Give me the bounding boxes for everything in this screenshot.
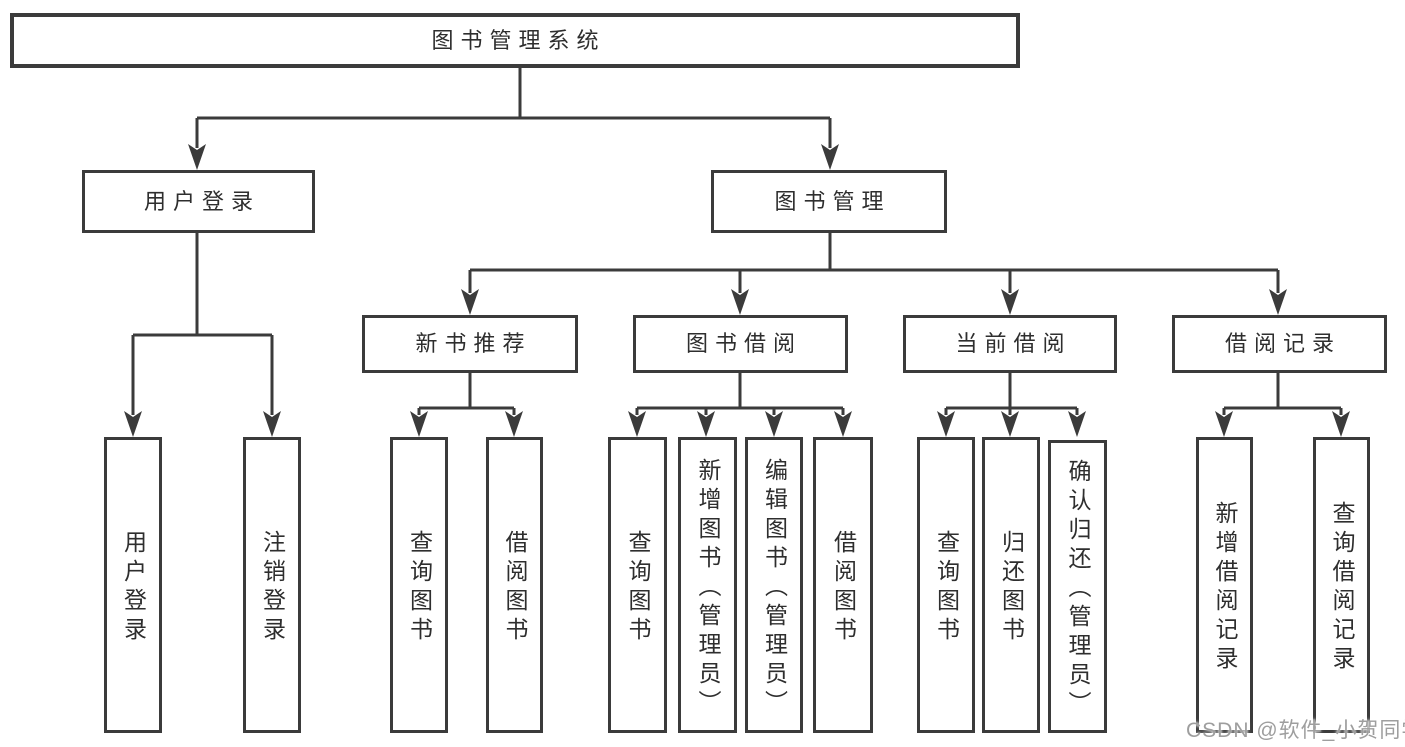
node-new-book-recommend-label: 新书推荐	[415, 331, 532, 356]
leaf-return-book-label: 归还图书	[998, 530, 1025, 646]
leaf-add-book-admin-label: 新增图书（管理员）	[695, 457, 721, 719]
leaf-borrow-books-recommend-label: 借阅图书	[502, 530, 528, 646]
leaf-edit-book-admin-label: 编辑图书（管理员）	[761, 457, 788, 719]
node-borrowing-records-label: 借阅记录	[1224, 331, 1341, 356]
leaf-edit-book-admin: 编辑图书（管理员）	[745, 437, 803, 733]
leaf-query-books-current-label: 查询图书	[933, 530, 960, 646]
node-root-system: 图书管理系统	[10, 13, 1020, 68]
leaf-query-borrow-record: 查询借阅记录	[1313, 437, 1370, 733]
leaf-borrow-books-borrowing: 借阅图书	[813, 437, 873, 733]
leaf-return-book: 归还图书	[982, 437, 1040, 733]
leaf-query-books-recommend-label: 查询图书	[406, 530, 433, 646]
leaf-query-books-borrowing: 查询图书	[608, 437, 667, 733]
node-book-borrowing-label: 图书借阅	[685, 331, 802, 356]
leaf-logout-label: 注销登录	[259, 530, 286, 646]
leaf-query-books-current: 查询图书	[917, 437, 975, 733]
leaf-borrow-books-recommend: 借阅图书	[486, 437, 543, 733]
leaf-confirm-return-admin: 确认归还（管理员）	[1048, 440, 1107, 733]
node-root-label: 图书管理系统	[431, 27, 606, 53]
node-current-borrowing: 当前借阅	[903, 315, 1117, 373]
node-user-login: 用户登录	[82, 170, 315, 233]
leaf-add-book-admin: 新增图书（管理员）	[678, 437, 737, 733]
node-book-management: 图书管理	[711, 170, 947, 233]
csdn-watermark: CSDN @软件_小贺同学	[1186, 719, 1405, 742]
leaf-query-borrow-record-label: 查询借阅记录	[1329, 501, 1355, 675]
node-user-login-label: 用户登录	[143, 188, 260, 214]
leaf-user-login: 用户登录	[104, 437, 162, 733]
leaf-confirm-return-admin-label: 确认归还（管理员）	[1065, 459, 1091, 720]
leaf-query-books-borrowing-label: 查询图书	[625, 530, 651, 646]
node-new-book-recommend: 新书推荐	[362, 315, 578, 373]
node-book-borrowing: 图书借阅	[633, 315, 848, 373]
node-current-borrowing-label: 当前借阅	[955, 331, 1072, 356]
leaf-logout: 注销登录	[243, 437, 301, 733]
leaf-user-login-label: 用户登录	[120, 530, 147, 646]
leaf-query-books-recommend: 查询图书	[390, 437, 448, 733]
node-borrowing-records: 借阅记录	[1172, 315, 1387, 373]
leaf-add-borrow-record: 新增借阅记录	[1196, 437, 1253, 733]
leaf-borrow-books-borrowing-label: 借阅图书	[830, 530, 857, 646]
leaf-add-borrow-record-label: 新增借阅记录	[1212, 501, 1238, 675]
node-book-management-label: 图书管理	[774, 188, 891, 214]
